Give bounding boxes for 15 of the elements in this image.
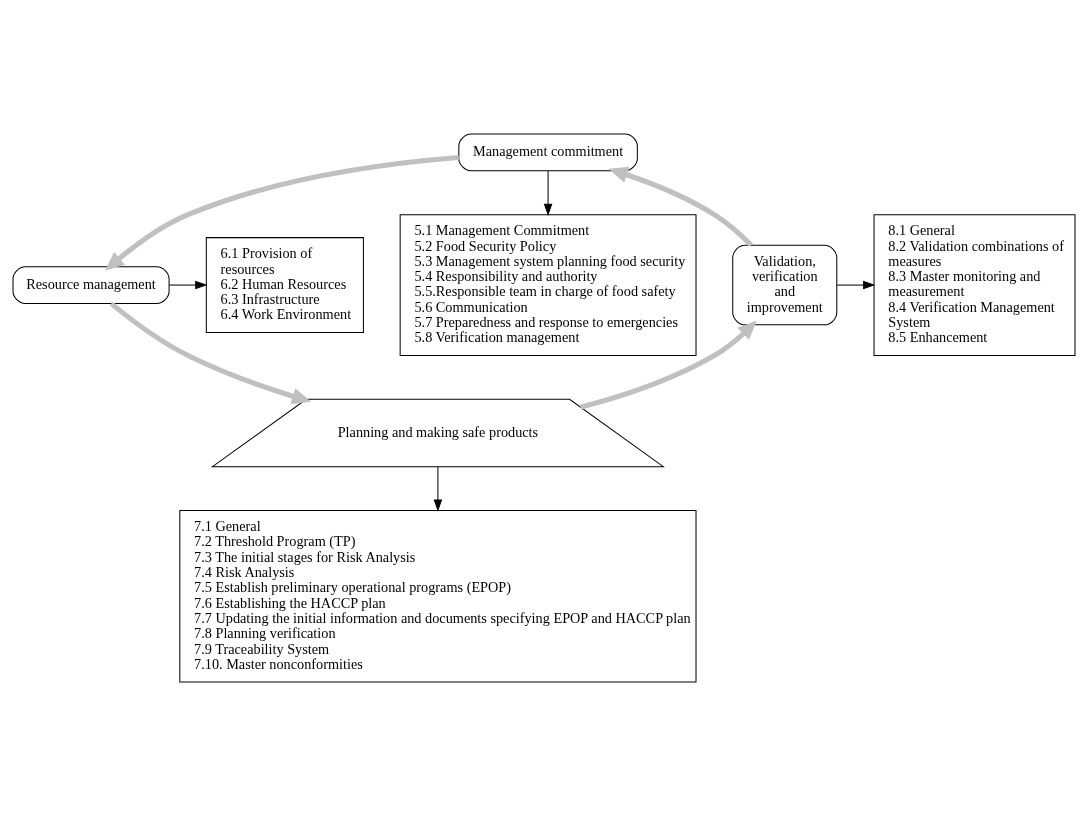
arrow — [105, 154, 459, 271]
arrow — [579, 320, 757, 410]
arrow — [168, 280, 208, 290]
arrow — [836, 280, 876, 290]
node-box: 6.1 Provision of resources 6.2 Human Resources 6.3 Infrastructure 6.4 Work Environment — [205, 237, 364, 333]
arrow — [608, 166, 753, 247]
arrow — [433, 466, 443, 512]
node-box: 7.1 General 7.2 Threshold Program (TP) 7.3 The initial stages for Risk Analysis 7.4 Risk Analysis 7.5 Establish preliminary operational programs (EPOP) 7.6 Establishing the HACCP plan 7.7 Updating the initial information and documents specifying EPOP and HACCP plan 7.8 Planning verification 7.9 Traceability System 7.10. Master nonconformities — [179, 510, 697, 683]
node-box: Management commitment — [458, 133, 638, 172]
node-box: 8.1 General 8.2 Validation combinations of measures 8.3 Master monitoring and measurement 8.4 Verification Management System 8.5 Enhancement — [873, 214, 1076, 356]
node-box: Resource management — [12, 266, 170, 304]
node-box: 5.1 Management Commitment 5.2 Food Security Policy 5.3 Management system planning food security 5.4 Responsibility and authority 5.5.Responsible team in charge of food safety 5.6 Communication 5.7 Preparedness and response to emergencies 5.8 Verification management — [399, 214, 697, 356]
arrow — [109, 301, 312, 405]
node-box: Validation, verification and improvement — [732, 244, 838, 326]
arrow — [543, 170, 553, 217]
